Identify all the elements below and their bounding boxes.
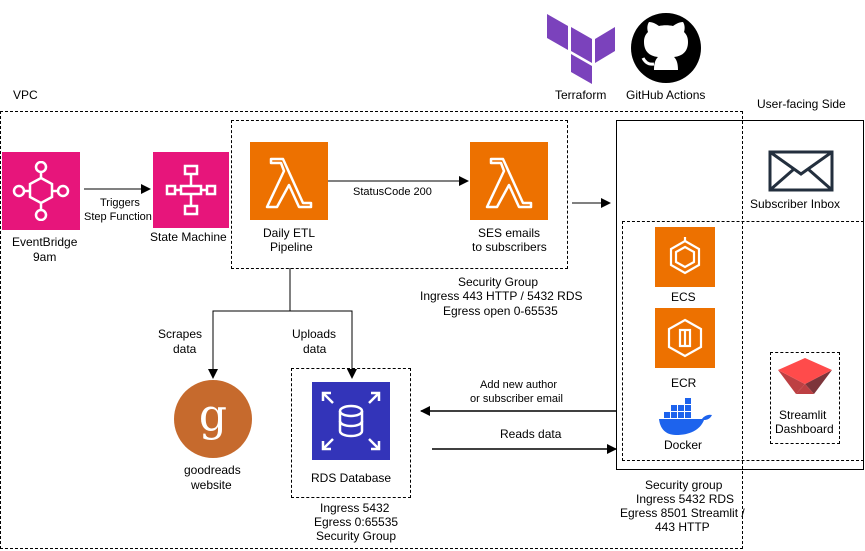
reads-data-label: Reads data [500, 427, 562, 441]
etl-label-1: Daily ETL [263, 226, 316, 240]
user-sg-line4: 443 HTTP [655, 520, 710, 534]
subscriber-inbox-label: Subscriber Inbox [750, 197, 841, 211]
user-sg-line3: Egress 8501 Streamlit / [620, 506, 745, 520]
ecr-label: ECR [671, 376, 697, 390]
triggers-label-2: Step Function [84, 211, 152, 223]
uploads-label-2: data [303, 342, 327, 356]
streamlit-icon [776, 356, 834, 396]
streamlit-label-1: Streamlit [779, 408, 827, 422]
vpc-label: VPC [13, 88, 38, 102]
ses-label-2: to subscribers [472, 240, 547, 254]
terraform-icon [547, 14, 615, 84]
rds-sg-line3: Security Group [316, 529, 397, 543]
ses-lambda-icon [470, 142, 548, 220]
mail-icon [768, 150, 834, 192]
goodreads-letter: g [198, 390, 228, 441]
ses-label-1: SES emails [478, 226, 541, 240]
state-machine-icon [153, 152, 229, 228]
scrapes-label-1: Scrapes [158, 327, 203, 341]
scrapes-label-2: data [173, 342, 197, 356]
user-sg-line1: Security group [645, 478, 723, 492]
rds-group [291, 368, 411, 498]
add-author-label-2: or subscriber email [470, 393, 563, 405]
etl-to-goodreads-line [208, 268, 291, 379]
goodreads-label-1: goodreads [184, 463, 241, 477]
eventbridge-icon [2, 152, 80, 230]
etl-label-2: Pipeline [270, 240, 313, 254]
goodreads-icon: g [174, 380, 252, 458]
lambda-sg-line3: Egress open 0-65535 [443, 304, 558, 318]
rds-sg-line2: Egress 0:65535 [314, 515, 399, 529]
ecr-icon [655, 308, 715, 368]
github-icon [630, 12, 702, 84]
goodreads-label-2: website [191, 478, 232, 492]
rds-sg-line1: Ingress 5432 [320, 501, 390, 515]
uploads-label-1: Uploads [292, 327, 337, 341]
lambda-sg-line1: Security Group [458, 275, 539, 289]
state-machine-label: State Machine [150, 230, 227, 244]
triggers-label-1: Triggers [100, 197, 140, 209]
eventbridge-label-1: EventBridge [12, 235, 78, 249]
etl-to-rds-line [290, 310, 357, 379]
docker-icon [656, 396, 714, 436]
user-sg-line2: Ingress 5432 RDS [636, 492, 735, 506]
etl-lambda-icon [250, 142, 328, 220]
streamlit-box [770, 352, 840, 444]
terraform-label: Terraform [555, 88, 607, 102]
lambda-sg-line2: Ingress 443 HTTP / 5432 RDS [420, 289, 583, 303]
user-security-group [622, 221, 864, 461]
status-code-label: StatusCode 200 [353, 186, 432, 198]
add-author-label-1: Add new author [480, 379, 558, 391]
lambda-group [231, 120, 568, 269]
vpc-boundary [0, 111, 743, 549]
rds-icon [312, 382, 390, 460]
rds-label: RDS Database [311, 471, 392, 485]
eventbridge-label-2: 9am [33, 250, 57, 264]
user-side-label: User-facing Side [757, 97, 846, 111]
github-actions-label: GitHub Actions [626, 88, 706, 102]
streamlit-label-2: Dashboard [775, 422, 834, 436]
ecs-label: ECS [671, 290, 696, 304]
docker-label: Docker [664, 438, 703, 452]
ecs-icon [655, 227, 715, 287]
